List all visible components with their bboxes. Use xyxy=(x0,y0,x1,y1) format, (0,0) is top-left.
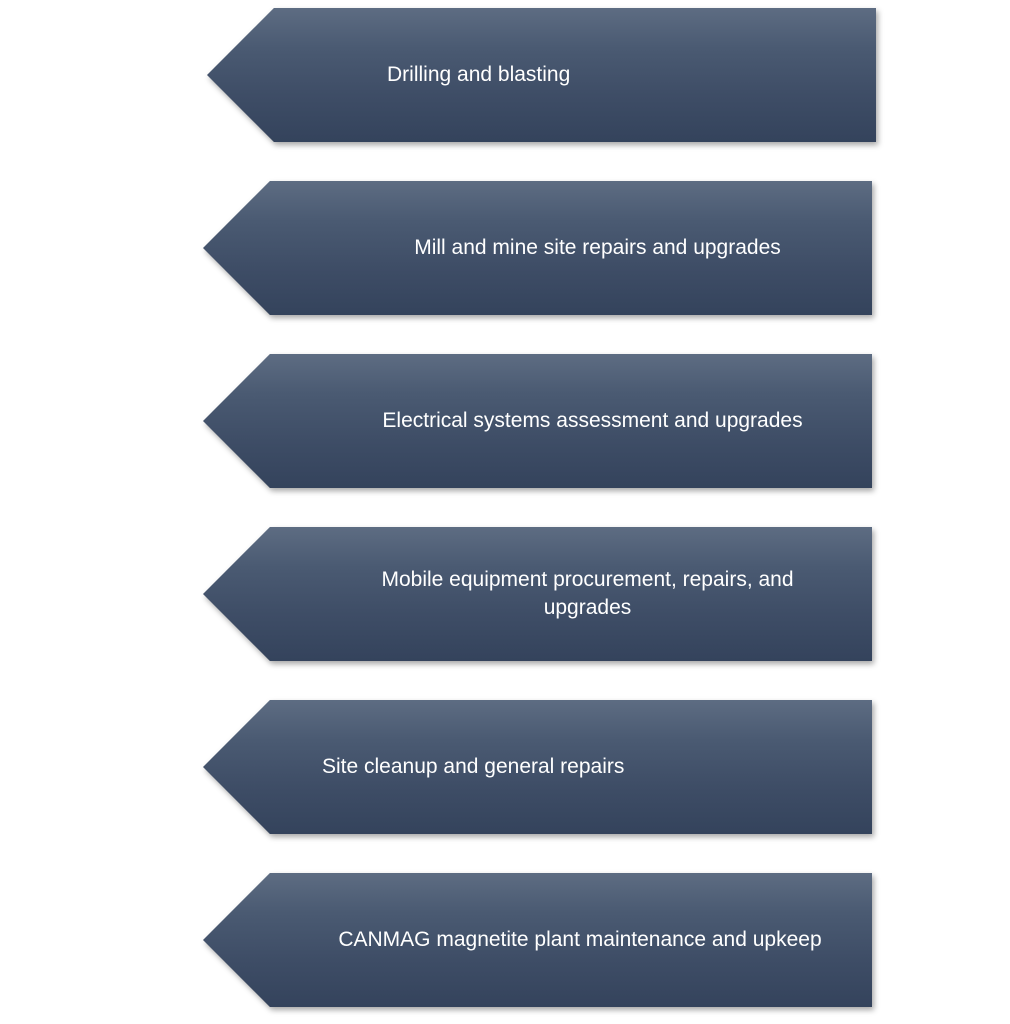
step-arrow-6: CANMAG magnetite plant maintenance and u… xyxy=(203,873,872,1007)
step-arrow-3: Electrical systems assessment and upgrad… xyxy=(203,354,872,488)
step-label-6: CANMAG magnetite plant maintenance and u… xyxy=(338,928,822,951)
arrow-shape xyxy=(203,181,872,315)
step-label-2: Mill and mine site repairs and upgrades xyxy=(414,236,781,259)
step-label-1: Drilling and blasting xyxy=(387,63,571,86)
step-label-4: Mobile equipment procurement, repairs, a… xyxy=(381,568,794,619)
arrow-shape xyxy=(203,527,872,661)
step-arrow-2: Mill and mine site repairs and upgrades xyxy=(203,181,872,315)
arrow-shape xyxy=(207,8,876,142)
step-label-3: Electrical systems assessment and upgrad… xyxy=(382,409,803,432)
step-arrow-4: Mobile equipment procurement, repairs, a… xyxy=(203,527,872,661)
arrow-shape xyxy=(203,354,872,488)
arrow-shape xyxy=(203,700,872,834)
arrow-shape xyxy=(203,873,872,1007)
step-label-5: Site cleanup and general repairs xyxy=(322,755,625,778)
step-arrow-1: Drilling and blasting xyxy=(207,8,876,142)
step-arrow-5: Site cleanup and general repairs xyxy=(203,700,872,834)
